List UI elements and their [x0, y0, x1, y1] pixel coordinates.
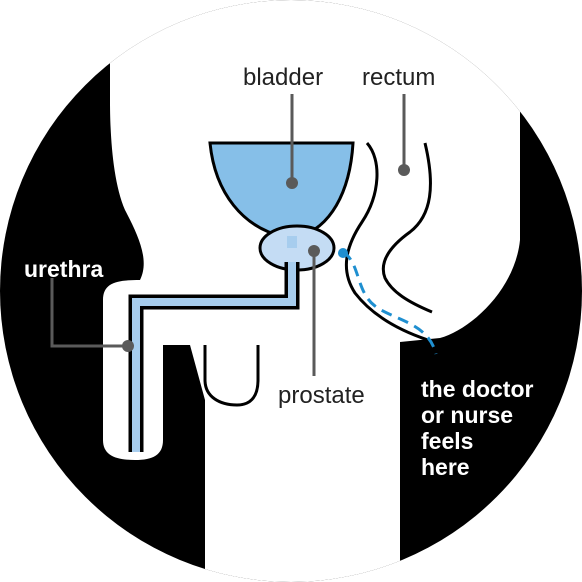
urethra-leader-dot: [122, 340, 134, 352]
examination-point: [338, 248, 348, 258]
genital-outline: [205, 345, 258, 405]
exam-note: the doctor or nurse feels here: [421, 376, 533, 480]
urethra-label: urethra: [24, 258, 103, 281]
exam-note-line-2: or nurse: [421, 402, 533, 428]
rectum-label: rectum: [362, 66, 435, 90]
bladder-leader-dot: [286, 177, 298, 189]
prostate-label: prostate: [278, 384, 365, 408]
prostate-leader-dot: [308, 245, 320, 257]
exam-note-line-4: here: [421, 454, 533, 480]
bladder-label: bladder: [243, 66, 323, 90]
rectum-leader-dot: [398, 164, 410, 176]
exam-note-line-3: feels: [421, 428, 533, 454]
exam-note-line-1: the doctor: [421, 376, 533, 402]
